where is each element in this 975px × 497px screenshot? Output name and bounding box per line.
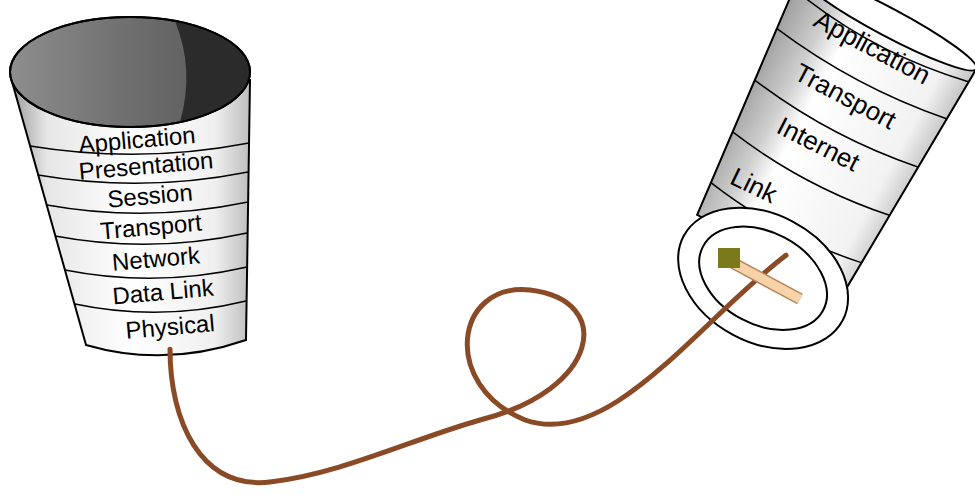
left-cup [10, 17, 250, 355]
right-cup [636, 0, 975, 377]
toggle-stick-face [733, 263, 800, 299]
cup-rim [10, 17, 250, 127]
toggle-knot [718, 248, 740, 268]
string-connector [170, 255, 786, 482]
toggle-stick [733, 263, 800, 299]
cup-shadow [175, 21, 250, 122]
cup-opening [10, 17, 250, 127]
